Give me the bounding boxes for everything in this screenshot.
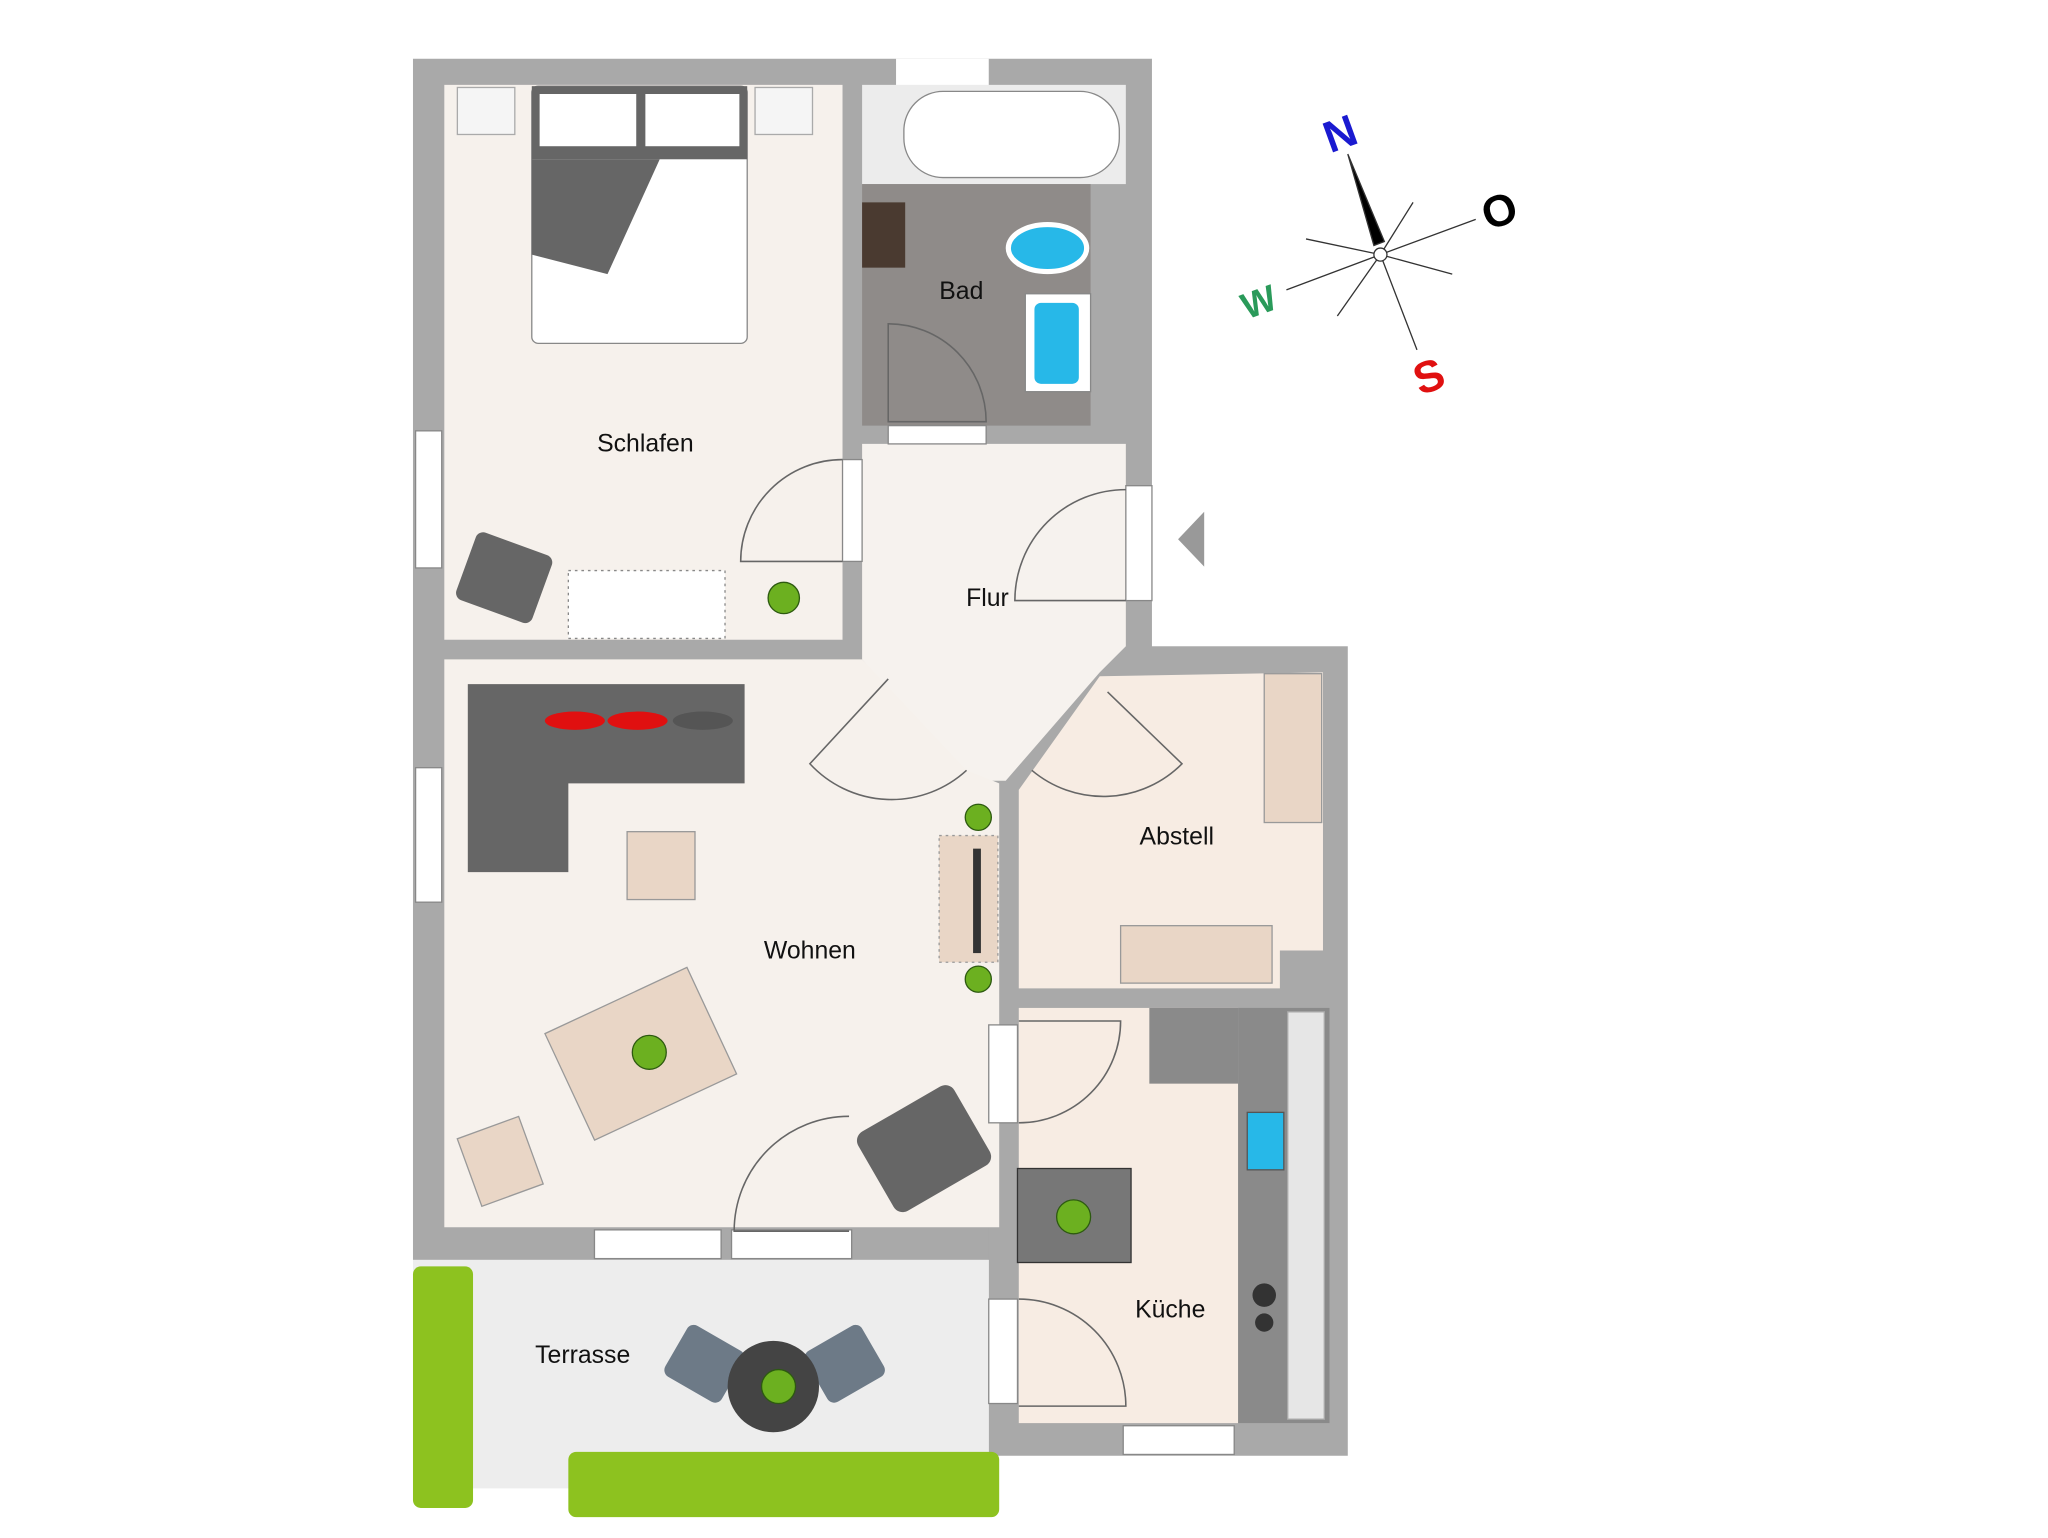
stove-icon xyxy=(1252,1283,1276,1307)
coffee-table-icon xyxy=(626,831,696,901)
room-label-kueche: Küche xyxy=(1135,1296,1205,1323)
side-table-lamp-icon xyxy=(456,1115,545,1208)
compass-north: N xyxy=(1317,106,1364,163)
bathtub-icon xyxy=(903,90,1120,179)
compass-west: W xyxy=(1236,277,1283,327)
kitchen-worktop xyxy=(1287,1011,1325,1420)
compass-rose-icon xyxy=(1286,153,1476,351)
hedge xyxy=(412,1266,474,1508)
plant-icons xyxy=(631,581,1092,1405)
terrace-chair-icon xyxy=(664,1324,745,1403)
cushion xyxy=(672,711,733,730)
compass-south: S xyxy=(1407,349,1452,405)
dresser-icon xyxy=(567,569,726,640)
bath-cabinet xyxy=(862,202,906,268)
room-label-schlafen: Schlafen xyxy=(597,431,694,458)
compass-east: O xyxy=(1475,182,1524,240)
stove-icon xyxy=(1255,1313,1274,1332)
door-swings xyxy=(733,323,1184,1407)
room-flur xyxy=(862,443,1126,781)
room-abstell xyxy=(1018,672,1323,989)
tv-icon xyxy=(973,848,981,954)
room-label-flur: Flur xyxy=(966,585,1009,612)
armchair-icon xyxy=(456,532,553,624)
entrance-arrow-icon xyxy=(1178,511,1205,567)
terrace-chair-icon xyxy=(804,1324,885,1403)
blanket xyxy=(531,159,660,275)
nightstand-lamp-icon xyxy=(754,86,814,136)
sofa-icon xyxy=(467,684,745,873)
cushion xyxy=(607,711,668,730)
shelf-icon xyxy=(1263,673,1323,824)
pillow xyxy=(645,94,740,147)
pillow xyxy=(539,94,637,147)
sink-icon xyxy=(1246,1111,1285,1171)
room-label-abstell: Abstell xyxy=(1140,824,1214,851)
room-label-wohnen: Wohnen xyxy=(764,937,856,964)
cushion xyxy=(544,711,605,730)
room-label-bad: Bad xyxy=(939,278,983,305)
toilet-icon xyxy=(1005,221,1090,275)
armchair-icon xyxy=(856,1085,992,1213)
room-label-terrasse: Terrasse xyxy=(535,1342,630,1369)
kitchen-counter-top xyxy=(1149,1007,1239,1084)
shelf-icon xyxy=(1119,925,1273,984)
washbasin-bowl xyxy=(1034,302,1079,384)
windows xyxy=(414,424,1235,1456)
hedge xyxy=(568,1451,1000,1518)
nightstand-lamp-icon xyxy=(456,86,516,136)
tv-sideboard-icon xyxy=(938,834,999,963)
